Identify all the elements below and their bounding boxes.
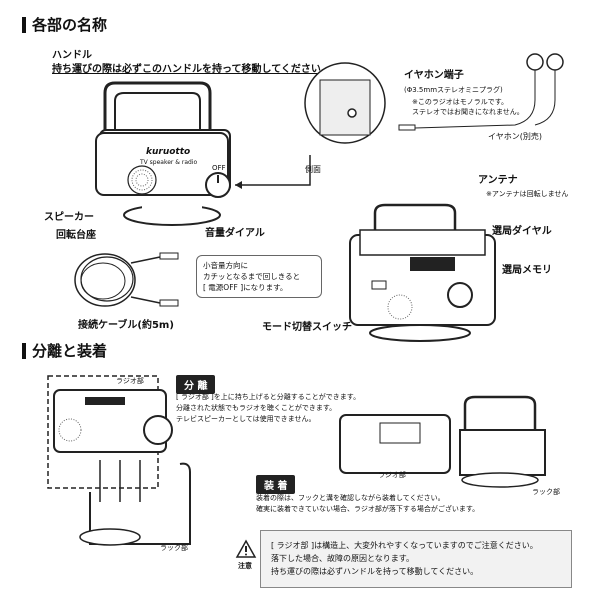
side-label: 側面 <box>305 165 321 174</box>
earphone-jack-sub: (Φ3.5mmステレオミニプラグ) <box>404 86 503 94</box>
section-title-text: 各部の名称 <box>32 16 108 34</box>
separated-parts-illustration <box>339 395 546 488</box>
radio-part-label-2: ラジオ部 <box>378 471 406 479</box>
separate-illustration <box>47 375 191 546</box>
earphone-label: イヤホン(別売) <box>488 132 543 141</box>
antenna-label: アンテナ <box>478 175 518 186</box>
earphone-jack-label: イヤホン端子 <box>404 70 464 81</box>
brand-sub: TV speaker & radio <box>140 159 198 166</box>
section-title-text: 分離と装着 <box>32 342 108 360</box>
rack-part-label: ラック部 <box>160 544 188 552</box>
attach-line-2: 確実に装着できていない場合、ラジオ部が落下する場合がございます。 <box>256 505 480 513</box>
caution-line: 持ち運びの際は必ずハンドルを持って移動してください。 <box>271 567 479 576</box>
earphone-note-1: ※このラジオはモノラルです。 <box>412 98 509 106</box>
tuning-dial-label: 選局ダイヤル <box>492 226 552 237</box>
volume-note-callout: 小音量方向に カチッとなるまで回しきると [ 電源OFF ]になります。 <box>196 255 322 298</box>
attach-line-1: 装着の際は、フックと溝を確認しながら装着してください。 <box>256 494 445 502</box>
earphone-illustration <box>398 53 564 131</box>
cable-illustration <box>74 252 179 307</box>
separate-line-1: [ ラジオ部 ]を上に持ち上げると分離することができます。 <box>176 393 361 401</box>
antenna-note: ※アンテナは回転しません <box>486 190 569 198</box>
attach-tag: 装 着 <box>256 475 296 494</box>
speaker-label: スピーカー <box>44 212 94 223</box>
off-label: OFF <box>212 164 226 172</box>
volume-dial-label: 音量ダイアル <box>205 228 265 239</box>
radio-part-label: ラジオ部 <box>116 377 144 385</box>
section-bar <box>22 16 26 33</box>
volume-note-line: [ 電源OFF ]になります。 <box>203 283 288 292</box>
earphone-note-2: ステレオではお聞きになれません。 <box>412 108 524 116</box>
section-title-parts: 各部の名称 <box>22 14 107 35</box>
separate-tag: 分 離 <box>176 375 216 394</box>
radio-back-illustration <box>349 203 496 342</box>
rack-part-label-2: ラック部 <box>532 488 560 496</box>
rotating-base-label: 回転台座 <box>56 230 96 241</box>
pointer-line <box>235 155 311 189</box>
separate-line-2: 分離された状態でもラジオを聴くことができます。 <box>176 404 337 412</box>
caution-label: 注意 <box>238 562 252 570</box>
volume-note-line: カチッとなるまで回しきると <box>203 272 301 281</box>
tuning-memory-label: 選局メモリ <box>502 265 552 276</box>
brand-name: kuruotto <box>146 147 191 157</box>
handle-label: ハンドル <box>52 50 92 61</box>
cable-label: 接続ケーブル(約5m) <box>78 320 174 331</box>
radio-illustration <box>95 81 231 226</box>
section-title-separate: 分離と装着 <box>22 340 107 361</box>
volume-note-line: 小音量方向に <box>203 261 248 270</box>
side-zoom-illustration <box>304 62 386 144</box>
mode-switch-label: モード切替スイッチ <box>262 322 352 333</box>
caution-line: [ ラジオ部 ]は構造上、大変外れやすくなっていますのでご注意ください。 <box>271 541 538 550</box>
handle-note: 持ち運びの際は必ずこのハンドルを持って移動してください。 <box>52 64 331 75</box>
warning-icon <box>235 539 257 558</box>
separate-line-3: テレビスピーカーとしては使用できません。 <box>176 415 316 423</box>
caution-line: 落下した場合、故障の原因となります。 <box>271 554 414 563</box>
caution-box: [ ラジオ部 ]は構造上、大変外れやすくなっていますのでご注意ください。 落下し… <box>260 530 572 588</box>
section-bar <box>22 342 26 359</box>
